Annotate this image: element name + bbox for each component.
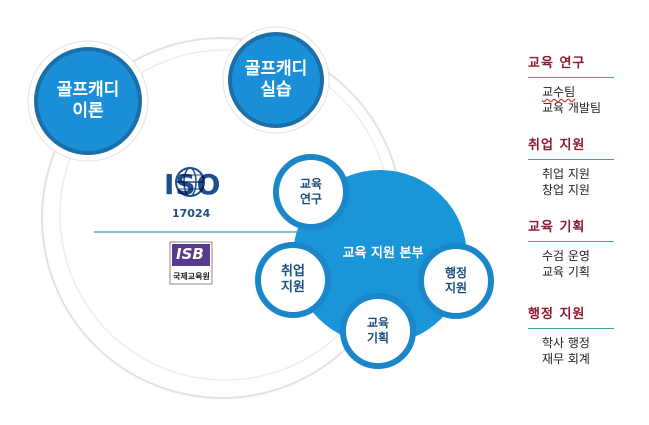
sidebar-group-employment: 취업 지원 취업 지원 창업 지원 <box>528 134 618 198</box>
sidebar-item-employment-1: 취업 지원 <box>542 167 590 181</box>
practice-label: 골프캐디 실습 <box>236 59 316 102</box>
research-label-line1: 교육 <box>299 177 323 191</box>
theory-label-line1: 골프캐디 <box>56 80 120 100</box>
admin-circle <box>418 243 494 319</box>
sidebar-rule-employment <box>528 159 614 160</box>
planning-circle <box>340 293 416 369</box>
sidebar-group-planning: 교육 기획 수검 운영 교육 기획 <box>528 216 618 280</box>
planning-label-line2: 기획 <box>366 331 390 345</box>
sidebar-heading-planning: 교육 기획 <box>528 220 586 235</box>
sidebar-item-planning-2: 교육 기획 <box>542 265 590 279</box>
iso-logo-mark-text: ISO <box>164 168 222 201</box>
iso-logo-number: 17024 <box>172 207 211 220</box>
employment-circle <box>255 242 331 318</box>
sidebar-heading-employment: 취업 지원 <box>528 138 586 153</box>
sidebar-item-admin-2: 재무 회계 <box>542 352 590 366</box>
sidebar-rule-research <box>528 77 614 78</box>
practice-label-line1: 골프캐디 <box>244 59 308 79</box>
sidebar-item-research-1: 교수팀 <box>542 85 576 99</box>
sidebar-heading-admin: 행정 지원 <box>528 307 586 322</box>
theory-label: 골프캐디 이론 <box>48 80 128 123</box>
theory-label-line2: 이론 <box>72 101 104 122</box>
sidebar-item-planning-1: 수검 운영 <box>542 249 590 263</box>
research-label-line2: 연구 <box>299 192 323 206</box>
sidebar-item-research-2: 교육 개발팀 <box>542 101 602 115</box>
admin-label: 행정 지원 <box>429 266 483 296</box>
practice-circle <box>228 32 324 128</box>
sidebar-rule-planning <box>528 241 614 242</box>
employment-label: 취업 지원 <box>266 264 320 297</box>
isb-logo-mark: ISB <box>176 245 204 263</box>
hq-label: 교육 지원 본부 <box>342 246 424 261</box>
employment-label-line1: 취업 <box>281 264 305 279</box>
practice-label-line2: 실습 <box>260 80 292 101</box>
employment-label-line2: 지원 <box>281 280 305 296</box>
admin-label-line2: 지원 <box>444 281 468 295</box>
admin-label-line1: 행정 <box>444 266 468 280</box>
sidebar-item-employment-2: 창업 지원 <box>542 183 590 197</box>
research-label: 교육 연구 <box>286 177 336 207</box>
theory-circle <box>34 47 142 155</box>
sidebar-heading-research: 교육 연구 <box>528 56 586 71</box>
sidebar-group-research: 교육 연구 교수팀 교육 개발팀 <box>528 52 618 116</box>
globe-icon <box>175 167 205 197</box>
sidebar-rule-admin <box>528 328 614 329</box>
research-circle <box>273 154 349 230</box>
sidebar-group-admin: 행정 지원 학사 행정 재무 회계 <box>528 303 618 367</box>
sidebar-item-admin-1: 학사 행정 <box>542 336 590 350</box>
isb-logo-band <box>172 244 210 266</box>
planning-label-line1: 교육 <box>366 316 390 330</box>
isb-logo-subtitle: 국제교육원 <box>173 272 210 281</box>
planning-label: 교육 기획 <box>351 316 405 346</box>
iso-logo-mark-overlay: ISO <box>164 168 221 201</box>
